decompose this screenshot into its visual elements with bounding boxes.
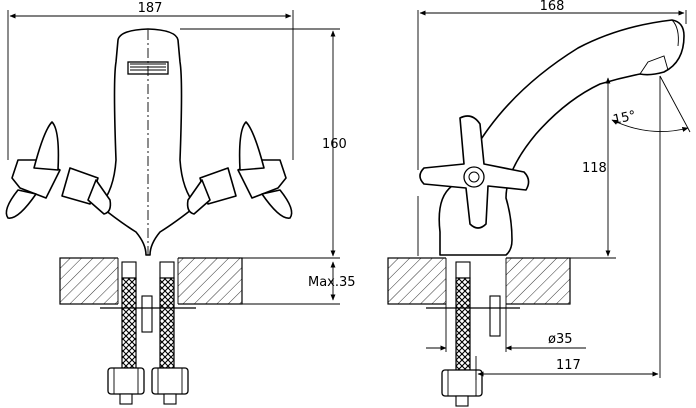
dim-spout-angle-label: 15°: [612, 108, 638, 127]
dim-hole-diameter-label: ø35: [548, 332, 573, 347]
dim-front-height: 160: [180, 28, 347, 259]
dim-spout-reach-label: 117: [556, 358, 581, 373]
side-view: 168 118 15° ø35 117: [387, 0, 691, 407]
dim-spout-height-label: 118: [582, 161, 607, 176]
front-right-handle: [186, 121, 293, 219]
dim-spout-reach: 117: [475, 356, 659, 380]
front-supply-hoses: [100, 261, 196, 405]
dim-front-height-label: 160: [322, 137, 347, 152]
dim-front-width: 187: [7, 1, 294, 160]
side-faucet-body: [438, 19, 685, 256]
side-supply-hoses: [426, 261, 520, 407]
dim-side-depth: 168: [417, 0, 687, 170]
dim-mount-thickness-label: Max.35: [308, 275, 356, 290]
dim-spout-height: 118: [570, 77, 616, 259]
side-countertop: [387, 256, 571, 306]
front-left-handle: [5, 121, 112, 219]
dim-mount-thickness: Max.35: [242, 261, 356, 305]
dim-hole-diameter: ø35: [426, 304, 586, 352]
side-cross-handle: [419, 115, 530, 229]
dim-side-depth-label: 168: [540, 0, 565, 14]
front-view: 187 160 Max.35: [5, 1, 356, 405]
dim-spout-angle: 15°: [611, 75, 691, 378]
dim-front-width-label: 187: [138, 1, 163, 16]
